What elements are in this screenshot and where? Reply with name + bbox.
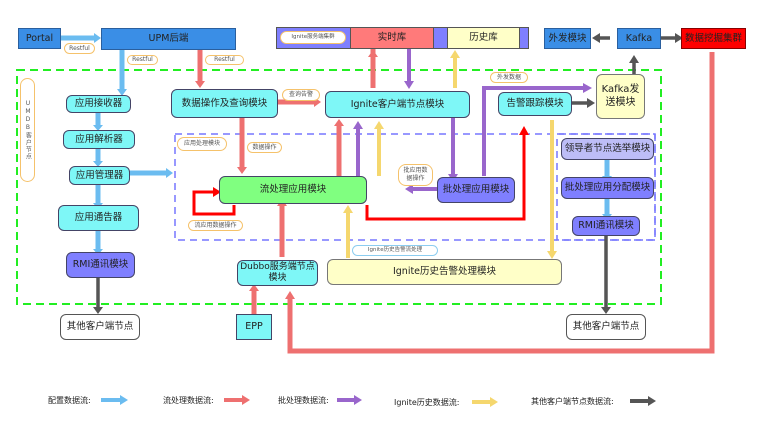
- app-parser-node[interactable]: 应用解析器: [63, 130, 135, 149]
- other-client-left-node[interactable]: 其他客户端节点: [60, 314, 140, 340]
- upm-backend-node[interactable]: UPM后端: [101, 28, 236, 50]
- external-data-label: 外发数据: [490, 72, 528, 83]
- legend-batch-flow: 批处理数据流:: [278, 396, 329, 405]
- data-query-module-node[interactable]: 数据操作及查询模块: [171, 89, 278, 118]
- other-arrowheads: [93, 33, 683, 314]
- other-client-right-node[interactable]: 其他客户端节点: [566, 314, 646, 340]
- kafka-node[interactable]: Kafka: [617, 28, 661, 49]
- external-module-node[interactable]: 外发模块: [544, 28, 591, 49]
- batch-app-data-op-label: 批应用数据操作: [398, 164, 433, 186]
- app-manager-node[interactable]: 应用管理器: [69, 166, 130, 185]
- data-operation-label: 数据操作: [247, 142, 282, 153]
- stream-app-module-node[interactable]: 流处理应用模块: [219, 176, 367, 204]
- app-receiver-node[interactable]: 应用接收器: [66, 95, 131, 113]
- portal-node[interactable]: Portal: [18, 28, 61, 49]
- legend-config-flow: 配置数据流:: [48, 396, 91, 405]
- history-arrowheads: [343, 50, 557, 259]
- epp-node[interactable]: EPP: [236, 314, 272, 340]
- history-flows: [346, 58, 554, 258]
- legend-history-flow: Ignite历史数据流:: [394, 398, 460, 407]
- stream-app-data-op-label: 流应用数据操作: [188, 220, 243, 231]
- legend-stream-flow: 流处理数据流:: [163, 396, 214, 405]
- app-notifier-node[interactable]: 应用通告器: [58, 205, 139, 231]
- legend-other-flow: 其他客户端节点数据流:: [531, 397, 614, 406]
- ignite-client-module-node[interactable]: Ignite客户端节点模块: [325, 91, 470, 118]
- batch-flows: [356, 42, 584, 191]
- restful-label-portal: Restful: [64, 43, 95, 54]
- alarm-tracking-module-node[interactable]: 告警跟踪模块: [498, 92, 572, 116]
- ignite-history-alarm-node[interactable]: Ignite历史告警处理模块: [327, 259, 562, 285]
- umdb-boundary: [16, 69, 662, 305]
- restful-label-receiver: Restful: [127, 55, 158, 65]
- query-alarm-label: 查询告警: [282, 89, 320, 101]
- rmi-left-node[interactable]: RMI通讯模块: [66, 252, 135, 278]
- batch-arrowheads: [353, 81, 592, 194]
- app-processing-module-label: 应用处理模块: [177, 137, 227, 151]
- dubbo-server-node[interactable]: Dubbo服务端节点模块: [237, 260, 318, 286]
- legend-arrows: [101, 395, 656, 407]
- ignite-cluster-label: Ignite服务端集群: [280, 31, 346, 44]
- rmi-right-node[interactable]: RMI通讯模块: [572, 216, 640, 236]
- red-arrowheads: [213, 126, 529, 197]
- red-flows: [192, 133, 526, 221]
- umdb-client-node-label: UMDB客户节点: [20, 78, 35, 182]
- history-db-node[interactable]: 历史库: [447, 27, 520, 49]
- data-mining-cluster-node[interactable]: 数据挖掘集群: [681, 28, 746, 49]
- restful-label-query: Restful: [205, 55, 244, 65]
- ignite-history-alarm-stream-label: Ignite历史告警流处理: [352, 245, 438, 256]
- realtime-db-node[interactable]: 实时库: [350, 27, 434, 49]
- batch-distribution-node[interactable]: 批处理应用分配模块: [561, 177, 654, 199]
- config-arrowheads: [93, 33, 612, 255]
- config-flows: [61, 35, 610, 250]
- stream-flows: [197, 42, 715, 354]
- kafka-sender-node[interactable]: Kafka发送模块: [596, 74, 645, 119]
- leader-election-node[interactable]: 领导者节点选举模块: [561, 138, 654, 160]
- batch-app-module-node[interactable]: 批处理应用模块: [437, 177, 515, 203]
- stream-arrowheads: [195, 50, 378, 299]
